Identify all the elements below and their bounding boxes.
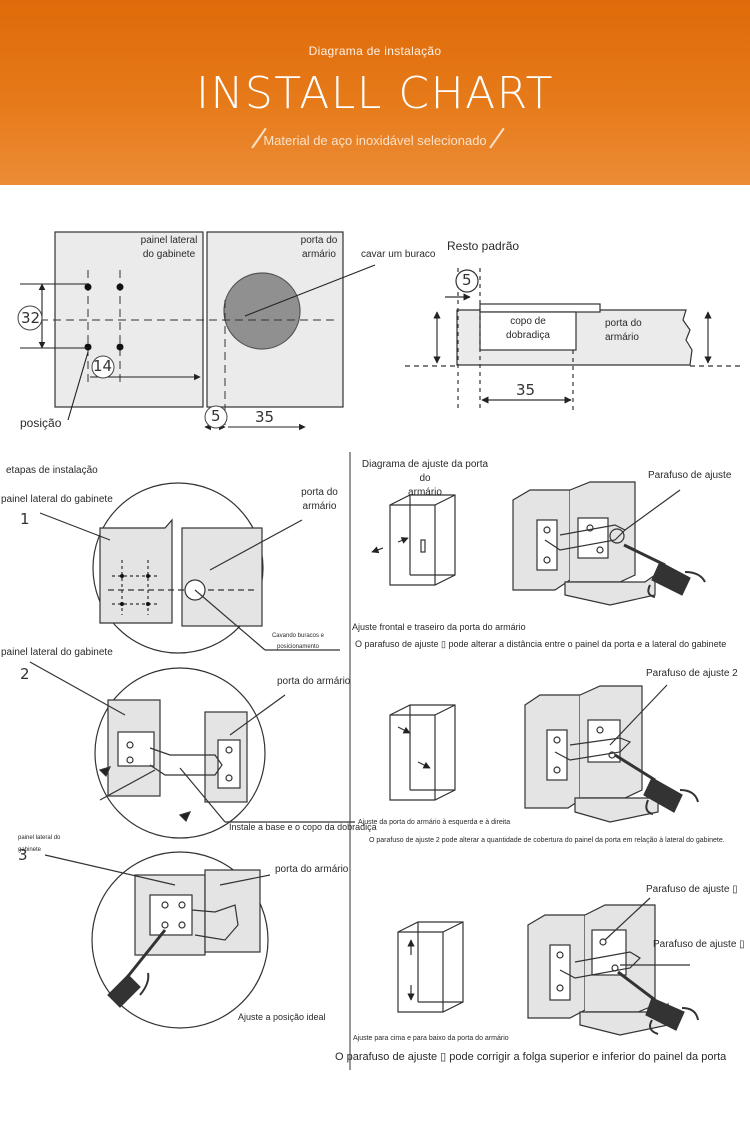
- page-title: INSTALL CHART: [195, 68, 555, 119]
- dim-14: 14: [93, 357, 113, 375]
- rest-dim-5: 5: [462, 271, 472, 289]
- door-label: porta do armário: [300, 235, 338, 260]
- step1-number: 1: [20, 510, 30, 528]
- rest-dim-35: 35: [516, 381, 536, 399]
- adjust-title: Diagrama de ajuste da porta do armário: [361, 459, 489, 498]
- adjust3-caption: Ajuste para cima e para baixo da porta d…: [353, 1035, 509, 1042]
- adjust3-door-box: [397, 921, 464, 1013]
- header-subtitle: Diagrama de instalação: [308, 44, 442, 58]
- adjust2-desc: O parafuso de ajuste 2 pode alterar a qu…: [369, 837, 725, 844]
- dim-5: 5: [211, 407, 221, 425]
- adjust2-hinge: [524, 684, 699, 823]
- step1-diagram: [39, 482, 340, 654]
- step2-side-label: painel lateral do gabinete: [1, 647, 113, 658]
- rest-label: Resto padrão: [447, 239, 520, 253]
- step1-door-label: porta do armário: [301, 487, 338, 512]
- rest-diagram: [405, 268, 740, 410]
- header-banner: Diagrama de instalação INSTALL CHART Mat…: [0, 0, 750, 185]
- dim-35: 35: [255, 408, 275, 426]
- step1-side-label: painel lateral do gabinete: [1, 494, 113, 505]
- adjust3-screw-label-b: Parafuso de ajuste ▯: [653, 939, 745, 950]
- cup-label: copo de dobradiça: [506, 316, 550, 341]
- step3-number: 3: [18, 846, 28, 864]
- step3-caption: Ajuste a posição ideal: [238, 1012, 326, 1022]
- adjust3-screw-label-a: Parafuso de ajuste ▯: [646, 884, 738, 895]
- position-label: posição: [20, 416, 62, 430]
- steps-title: etapas de instalação: [6, 465, 98, 476]
- step1-note: Cavando buracos e posicionamento: [271, 633, 325, 650]
- adjust1-screw-label: Parafuso de ajuste: [648, 470, 732, 481]
- dimension-lines: [20, 264, 376, 431]
- step2-door-label: porta do armário: [277, 676, 351, 687]
- dim-32: 32: [21, 309, 41, 327]
- dimension-badges: [17, 305, 228, 429]
- step2-diagram: [29, 661, 355, 839]
- drill-points: [84, 283, 124, 351]
- step3-diagram: [44, 851, 271, 1029]
- step2-number: 2: [20, 665, 30, 683]
- adjust2-caption: Ajuste da porta do armário à esquerda e …: [358, 819, 511, 826]
- header-tagline: Material de aço inoxidável selecionado: [263, 133, 487, 148]
- adjust3-desc: O parafuso de ajuste ▯ pode corrigir a f…: [335, 1051, 727, 1063]
- step3-side-label: painel lateral do gabinete: [18, 835, 61, 853]
- rest-door-label: porta do armário: [605, 318, 642, 343]
- adjust1-caption: Ajuste frontal e traseiro da porta do ar…: [352, 622, 526, 632]
- adjust1-hinge: [512, 481, 706, 606]
- step3-door-label: porta do armário: [275, 864, 349, 875]
- adjust2-door-box: [389, 704, 456, 801]
- cabinet-side-label: painel lateral do gabinete: [140, 235, 198, 260]
- step2-caption: Instale a base e o copo da dobradiça: [229, 822, 377, 832]
- adjust1-desc: O parafuso de ajuste ▯ pode alterar a di…: [355, 639, 727, 649]
- hole-label: cavar um buraco: [361, 249, 436, 260]
- adjust2-screw-label: Parafuso de ajuste 2: [646, 668, 738, 679]
- adjust1-door-box: [371, 494, 456, 586]
- adjust3-hinge: [527, 897, 699, 1036]
